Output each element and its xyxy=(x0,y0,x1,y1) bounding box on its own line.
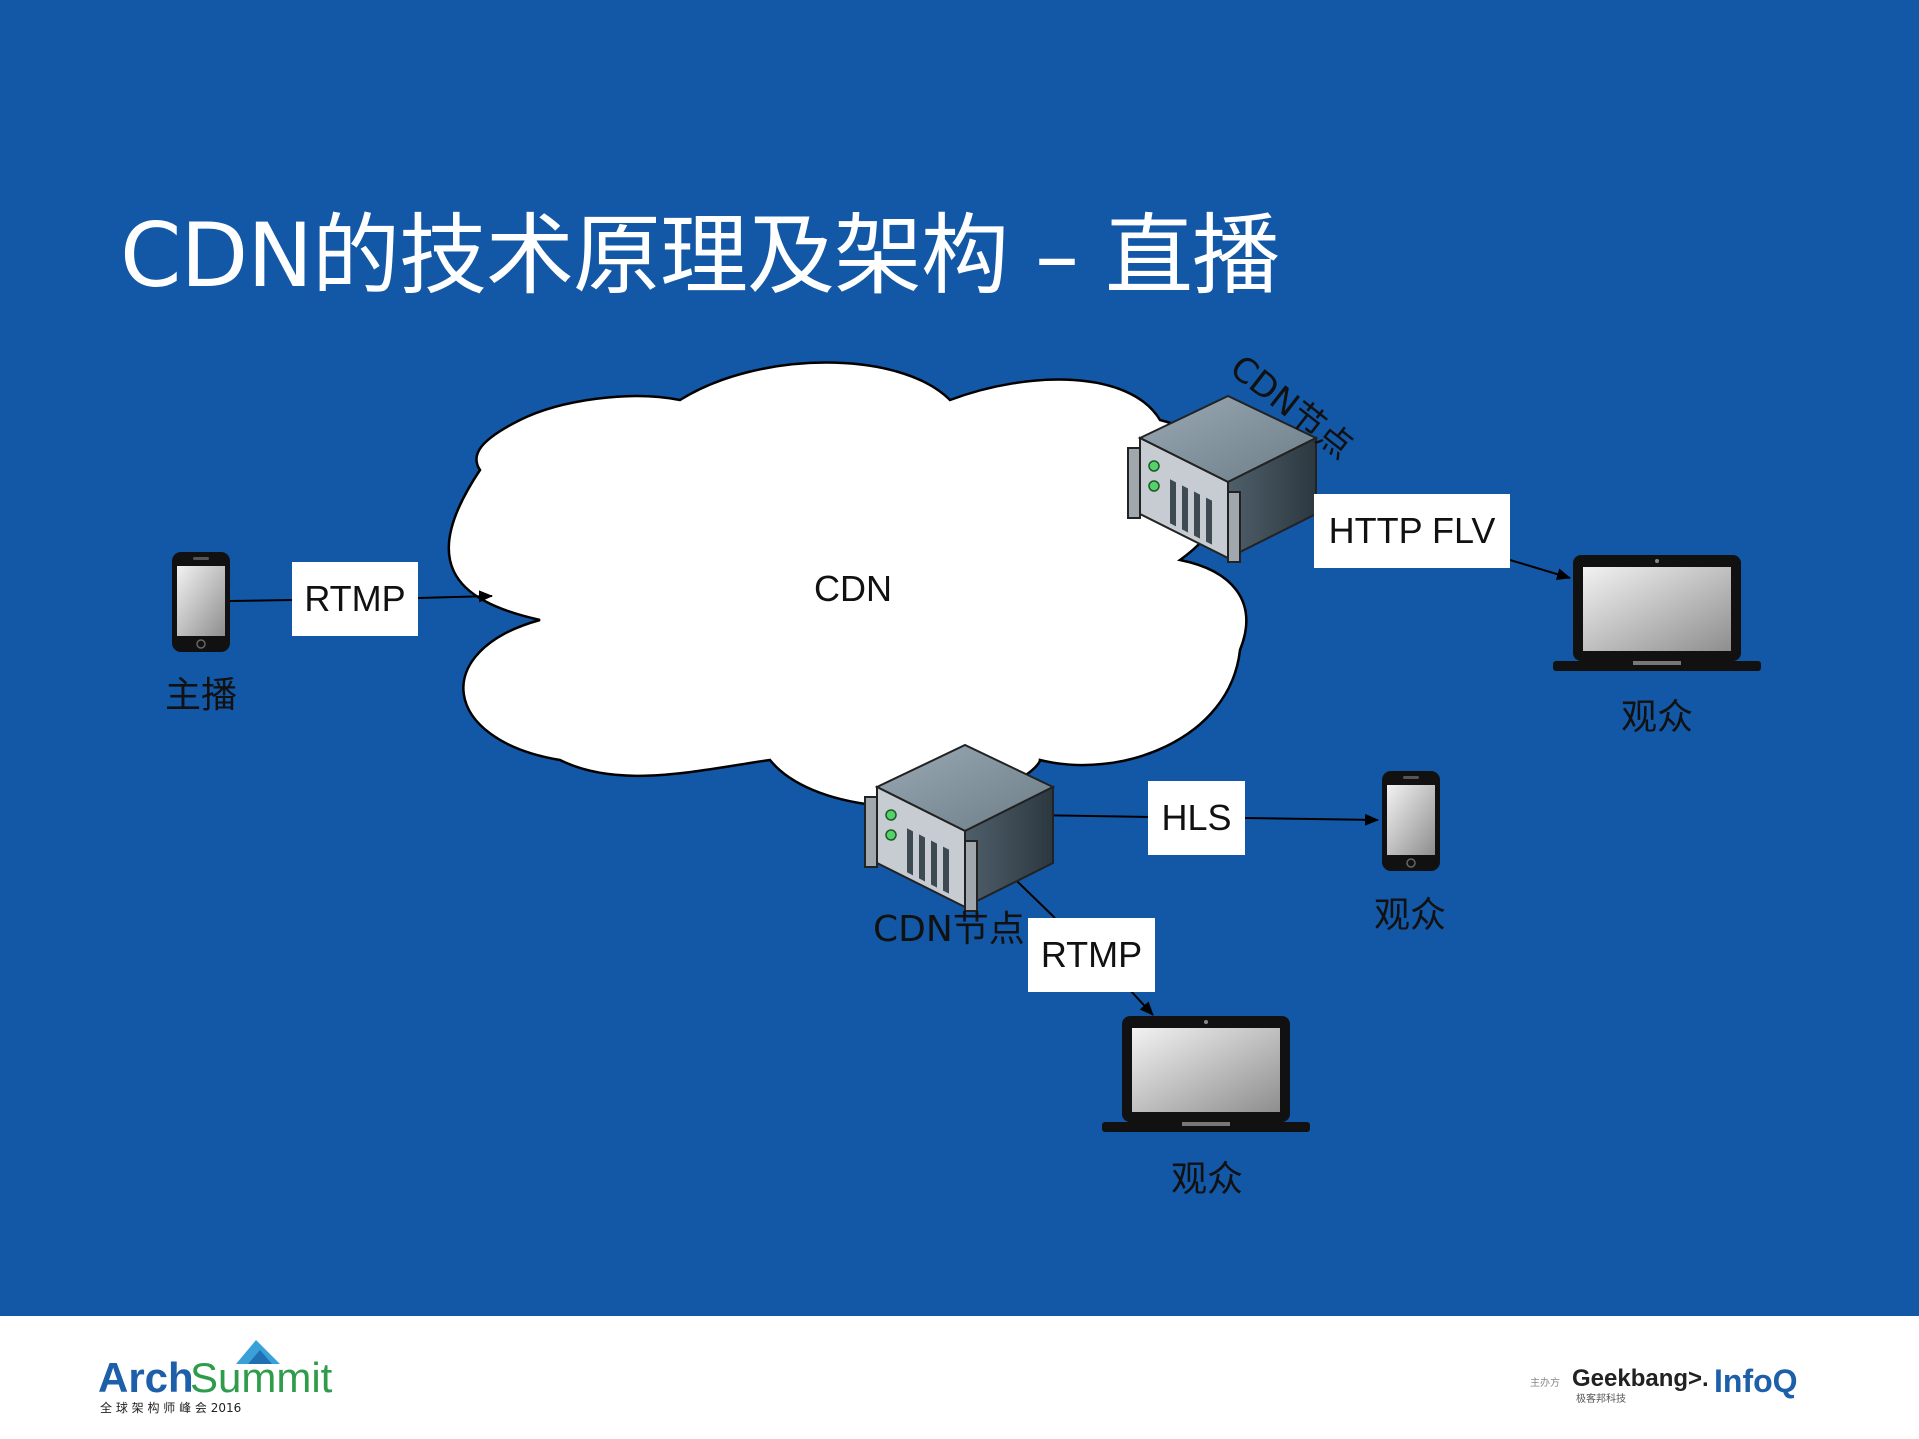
archsummit-subtitle: 全 球 架 构 师 峰 会 2016 xyxy=(100,1400,241,1415)
node-bottom-label: CDN节点 xyxy=(873,909,1025,950)
edge-label-rtmp-in: RTMP xyxy=(292,562,418,636)
organizer-small-label: 主办方 xyxy=(1530,1376,1560,1389)
edge-phone-to-cloud-line xyxy=(229,599,293,602)
viewer-laptop-bottom-icon xyxy=(1102,1016,1310,1132)
archsummit-logo: Arch Summit 全 球 架 构 师 峰 会 2016 xyxy=(98,1336,338,1421)
cloud-label: CDN xyxy=(814,568,892,609)
viewer-top-right-label: 观众 xyxy=(1621,697,1694,738)
viewer-laptop-top-right-icon xyxy=(1553,555,1761,671)
viewer-bottom-label: 观众 xyxy=(1171,1159,1244,1200)
organizer-logos: 主办方 Geekbang>. 极客邦科技 InfoQ xyxy=(1530,1360,1830,1415)
broadcaster-label: 主播 xyxy=(165,675,238,716)
edge-label-rtmp-out: RTMP xyxy=(1028,918,1155,992)
svg-text:Summit: Summit xyxy=(190,1354,333,1401)
footer-bar xyxy=(0,1316,1919,1439)
infoq-logo: InfoQ xyxy=(1714,1363,1798,1399)
edge-label-http-flv: HTTP FLV xyxy=(1314,494,1510,568)
broadcaster-smartphone-icon xyxy=(171,551,231,653)
edge-rtmp-to-cloud-arrow xyxy=(417,590,493,603)
viewer-smartphone-icon xyxy=(1381,770,1441,872)
edge-hls-to-phone-arrow xyxy=(1244,813,1379,826)
edge-label-hls: HLS xyxy=(1148,781,1245,855)
cdn-cloud xyxy=(447,361,1248,809)
slide-title: CDN的技术原理及架构 – 直播 xyxy=(120,204,1280,307)
geekbang-subtitle: 极客邦科技 xyxy=(1576,1392,1626,1405)
viewer-phone-label: 观众 xyxy=(1374,895,1447,936)
cdn-diagram: CDN节点 xyxy=(171,348,1761,1132)
edge-rtmp-to-laptop-arrow xyxy=(1129,989,1154,1016)
geekbang-logo: Geekbang>. xyxy=(1572,1365,1709,1392)
edge-httpflv-to-laptop-arrow xyxy=(1509,559,1571,581)
svg-text:Arch: Arch xyxy=(98,1354,194,1401)
